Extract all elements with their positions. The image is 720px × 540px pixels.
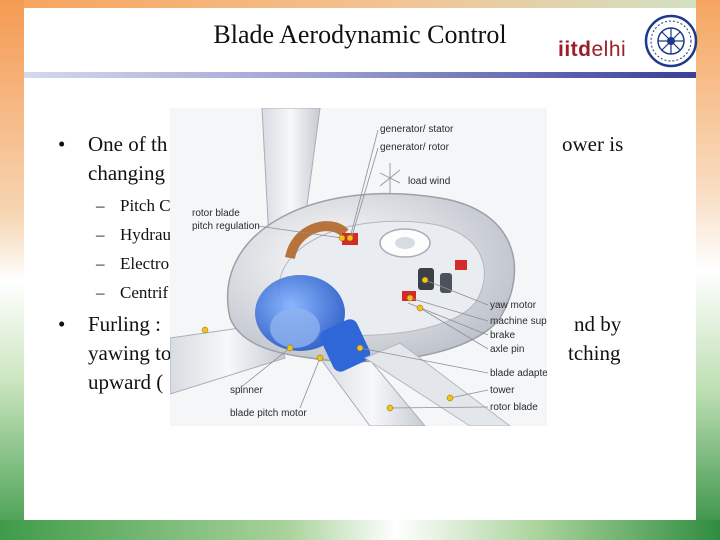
label-blade-adapter: blade adapter xyxy=(490,368,547,379)
iitd-logo: iitdelhi xyxy=(558,14,698,68)
slide-title: Blade Aerodynamic Control xyxy=(213,20,507,49)
sub-bullet-dash: – xyxy=(96,283,105,302)
sub-bullet-1-text: Pitch C xyxy=(120,196,171,215)
logo-wordmark-bold: iitd xyxy=(558,38,592,61)
wind-vane-icon xyxy=(379,163,401,193)
yaw-motor-block-2 xyxy=(440,273,452,293)
bullet-2-line-1: Furling : xyxy=(88,312,161,336)
copper-coil xyxy=(285,221,349,260)
iitd-seal-icon xyxy=(644,14,698,68)
label-spinner: spinner xyxy=(230,385,263,396)
bullet-2-line-2: yawing to xyxy=(88,341,172,365)
label-rotor-blade: rotor blade xyxy=(490,402,538,413)
logo-wordmark: iitdelhi xyxy=(558,38,626,62)
bullet-1-line-1: One of th xyxy=(88,132,168,156)
label-brake: brake xyxy=(490,330,515,341)
title-rule xyxy=(24,72,696,78)
nacelle-cutaway-diagram: generator/ stator generator/ rotor load … xyxy=(170,108,547,426)
callout-dots xyxy=(201,234,454,412)
label-generator-stator: generator/ stator xyxy=(380,124,454,135)
tower xyxy=(363,342,511,426)
sub-bullet-3-text: Electro xyxy=(120,254,170,273)
frame-left xyxy=(0,0,24,540)
frame-bottom xyxy=(0,520,720,540)
bullet-glyph: • xyxy=(58,132,66,156)
label-load-wind: load wind xyxy=(408,176,450,187)
label-rotor-blade-pitch: rotor blade xyxy=(192,208,240,219)
sub-bullet-dash: – xyxy=(96,196,105,215)
sub-bullet-dash: – xyxy=(96,225,105,244)
frame-right xyxy=(696,0,720,540)
bullet-1-line-1-tail: ower is xyxy=(562,132,624,156)
bullet-2-line-2-tail: tching xyxy=(568,341,621,365)
red-component-3 xyxy=(455,260,467,270)
bullet-glyph: • xyxy=(58,312,66,336)
label-pitch-regulation: pitch regulation xyxy=(192,221,260,232)
label-yaw-motor: yaw motor xyxy=(490,300,537,311)
label-machine-support: machine support xyxy=(490,316,547,327)
label-tower: tower xyxy=(490,385,515,396)
bullet-1-line-2: changing xyxy=(88,161,165,185)
label-generator-rotor: generator/ rotor xyxy=(380,142,450,153)
generator-core xyxy=(395,237,415,249)
sub-bullet-dash: – xyxy=(96,254,105,273)
sub-bullet-4-text: Centrif xyxy=(120,283,169,302)
frame-top xyxy=(0,0,720,8)
blade-adapter xyxy=(320,319,371,372)
nacelle-cutaway-svg: generator/ stator generator/ rotor load … xyxy=(170,108,547,426)
logo-wordmark-light: elhi xyxy=(591,38,627,61)
label-axle-pin: axle pin xyxy=(490,344,524,355)
bullet-2-line-1-tail: nd by xyxy=(574,312,622,336)
bullet-2-line-3: upward ( xyxy=(88,370,164,394)
label-blade-pitch-motor: blade pitch motor xyxy=(230,408,307,419)
leader-lines xyxy=(239,129,489,409)
hub-center xyxy=(270,308,320,348)
sub-bullet-2-text: Hydrau xyxy=(120,225,171,244)
